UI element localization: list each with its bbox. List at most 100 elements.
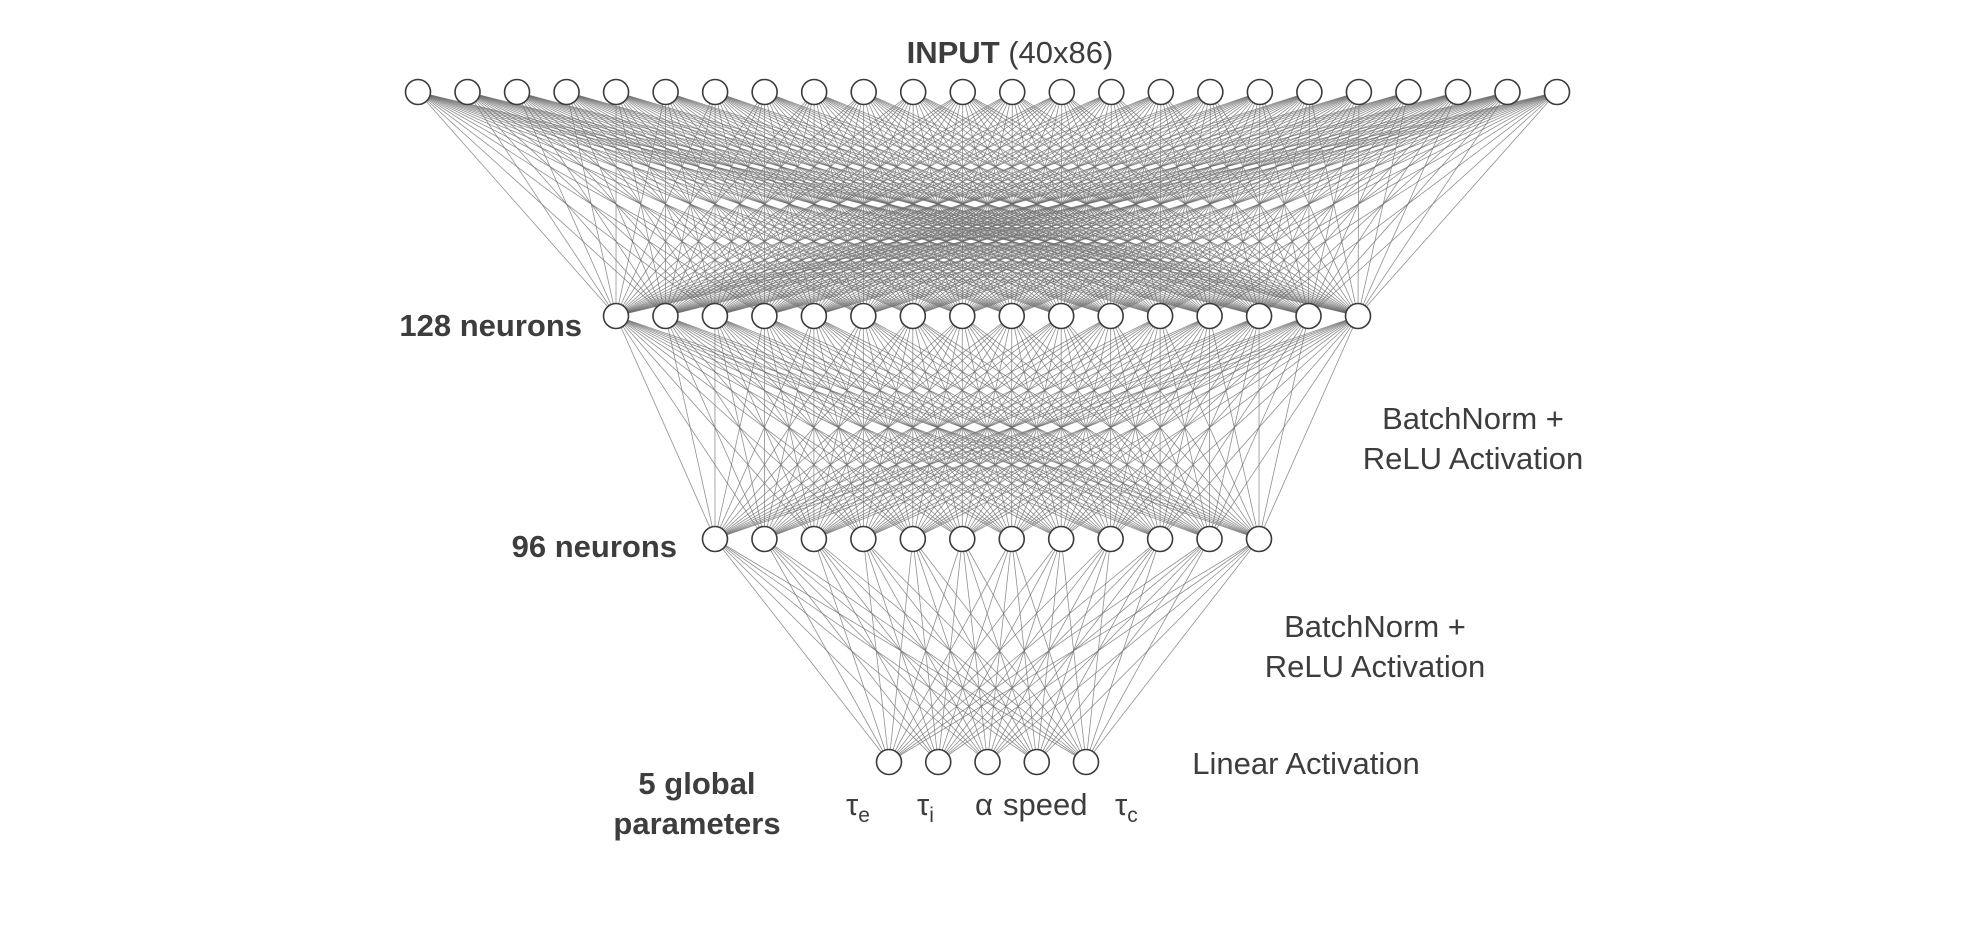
hidden1-node-14 [1295, 302, 1322, 330]
edge-hidden1-14-to-hidden2-0 [714, 315, 1309, 540]
hidden2-activation-line1: BatchNorm + [1284, 609, 1466, 644]
output-node-2 [974, 748, 1001, 776]
edge-hidden1-15-to-hidden2-10 [1209, 315, 1359, 540]
edge-input-3-to-hidden1-0 [566, 91, 617, 317]
input-node-18 [1296, 78, 1323, 106]
edge-hidden2-11-to-output-2 [987, 538, 1260, 763]
edge-hidden1-15-to-hidden2-11 [1258, 315, 1359, 540]
output-param-alpha: α [975, 787, 993, 822]
edge-input-23-to-hidden1-9 [1061, 91, 1558, 317]
edge-hidden1-15-to-hidden2-9 [1159, 315, 1359, 540]
edge-input-21-to-hidden1-0 [615, 91, 1459, 317]
input-node-23 [1543, 78, 1571, 106]
input-node-2 [503, 78, 531, 106]
input-node-0 [404, 78, 432, 106]
edge-hidden1-12-to-hidden2-0 [714, 315, 1210, 540]
edge-input-23-to-hidden1-14 [1308, 91, 1558, 317]
input-node-22 [1494, 78, 1521, 106]
edge-hidden1-15-to-hidden2-3 [863, 315, 1359, 540]
edge-input-1-to-hidden1-0 [467, 91, 617, 317]
hidden1-node-11 [1146, 302, 1174, 330]
edge-hidden2-11-to-output-1 [938, 538, 1260, 763]
edge-input-13-to-hidden1-0 [615, 91, 1062, 317]
edge-hidden2-0-to-output-0 [714, 538, 890, 763]
hidden1-node-13 [1245, 302, 1273, 330]
output-label-line2: parameters [613, 806, 780, 841]
hidden1-node-5 [850, 302, 877, 330]
hidden1-label: 128 neurons [399, 308, 582, 343]
hidden2-label: 96 neurons [512, 529, 677, 564]
edge-hidden1-13-to-hidden2-0 [714, 315, 1260, 540]
edge-input-11-to-hidden1-0 [615, 91, 963, 317]
edge-hidden2-7-to-output-0 [888, 538, 1062, 763]
hidden1-activation-line2: ReLU Activation [1363, 441, 1584, 476]
edge-input-23-to-hidden1-13 [1258, 91, 1558, 317]
input-node-15 [1147, 78, 1175, 106]
edge-input-22-to-hidden1-0 [615, 91, 1508, 317]
edge-input-2-to-hidden1-0 [516, 91, 617, 317]
edge-input-10-to-hidden1-0 [615, 91, 914, 317]
edge-input-7-to-hidden1-0 [615, 91, 765, 317]
input-label: INPUT (40x86) [907, 35, 1114, 70]
edge-hidden1-5-to-hidden2-0 [714, 315, 864, 540]
edge-hidden2-10-to-output-0 [888, 538, 1210, 763]
hidden2-node-9 [1146, 525, 1174, 553]
edge-hidden1-10-to-hidden2-0 [714, 315, 1111, 540]
hidden1-node-3 [751, 302, 778, 330]
input-node-4 [602, 78, 630, 106]
edge-hidden1-9-to-hidden2-0 [714, 315, 1062, 540]
edge-hidden1-7-to-hidden2-0 [714, 315, 963, 540]
hidden1-node-2 [701, 302, 729, 330]
hidden1-node-8 [998, 302, 1026, 330]
edge-hidden1-15-to-hidden2-7 [1060, 315, 1359, 540]
output-node-1 [924, 748, 952, 776]
edge-hidden2-11-to-output-0 [888, 538, 1260, 763]
hidden2-node-8 [1097, 525, 1124, 553]
hidden2-node-4 [899, 525, 927, 553]
input-node-6 [701, 78, 729, 106]
edge-input-23-to-hidden1-5 [863, 91, 1558, 317]
edge-input-5-to-hidden1-0 [615, 91, 666, 317]
output-param-tau-e: τe [846, 787, 870, 827]
hidden2-node-11 [1245, 525, 1273, 553]
input-node-7 [751, 78, 778, 106]
input-node-3 [553, 78, 580, 106]
output-node-0 [875, 748, 903, 776]
output-node-4 [1072, 748, 1100, 776]
connection-edges [417, 91, 1558, 763]
hidden2-node-0 [701, 525, 729, 553]
edge-hidden2-11-to-output-4 [1085, 538, 1260, 763]
output-activation: Linear Activation [1192, 746, 1419, 781]
output-param-speed: speed [1003, 787, 1087, 822]
edge-input-23-to-hidden1-1 [665, 91, 1558, 317]
hidden1-node-4 [800, 302, 828, 330]
hidden1-node-12 [1196, 302, 1223, 330]
edge-input-16-to-hidden1-0 [615, 91, 1211, 317]
input-node-5 [652, 78, 679, 106]
edge-input-20-to-hidden1-0 [615, 91, 1409, 317]
edge-input-23-to-hidden1-15 [1357, 91, 1558, 317]
edge-input-23-to-hidden1-4 [813, 91, 1558, 317]
hidden2-node-2 [800, 525, 828, 553]
edge-input-12-to-hidden1-0 [615, 91, 1013, 317]
edge-hidden1-15-to-hidden2-6 [1011, 315, 1359, 540]
edge-input-14-to-hidden1-0 [615, 91, 1112, 317]
edge-input-0-to-hidden1-0 [417, 91, 617, 317]
edge-input-23-to-hidden1-11 [1159, 91, 1558, 317]
edge-input-23-to-hidden1-2 [714, 91, 1558, 317]
hidden1-node-0 [602, 302, 630, 330]
hidden1-node-15 [1344, 302, 1372, 330]
input-label-bold: INPUT [907, 35, 1000, 70]
edge-hidden1-8-to-hidden2-0 [714, 315, 1012, 540]
edge-hidden2-6-to-output-0 [888, 538, 1013, 763]
edge-input-19-to-hidden1-0 [615, 91, 1360, 317]
edge-hidden1-15-to-hidden2-0 [714, 315, 1359, 540]
edge-input-15-to-hidden1-0 [615, 91, 1161, 317]
hidden2-node-7 [1047, 525, 1075, 553]
edge-hidden2-3-to-output-0 [862, 538, 890, 763]
input-node-16 [1197, 78, 1224, 106]
hidden2-node-10 [1196, 525, 1223, 553]
hidden2-node-5 [948, 525, 976, 553]
input-node-10 [899, 78, 927, 106]
input-node-17 [1246, 78, 1274, 106]
